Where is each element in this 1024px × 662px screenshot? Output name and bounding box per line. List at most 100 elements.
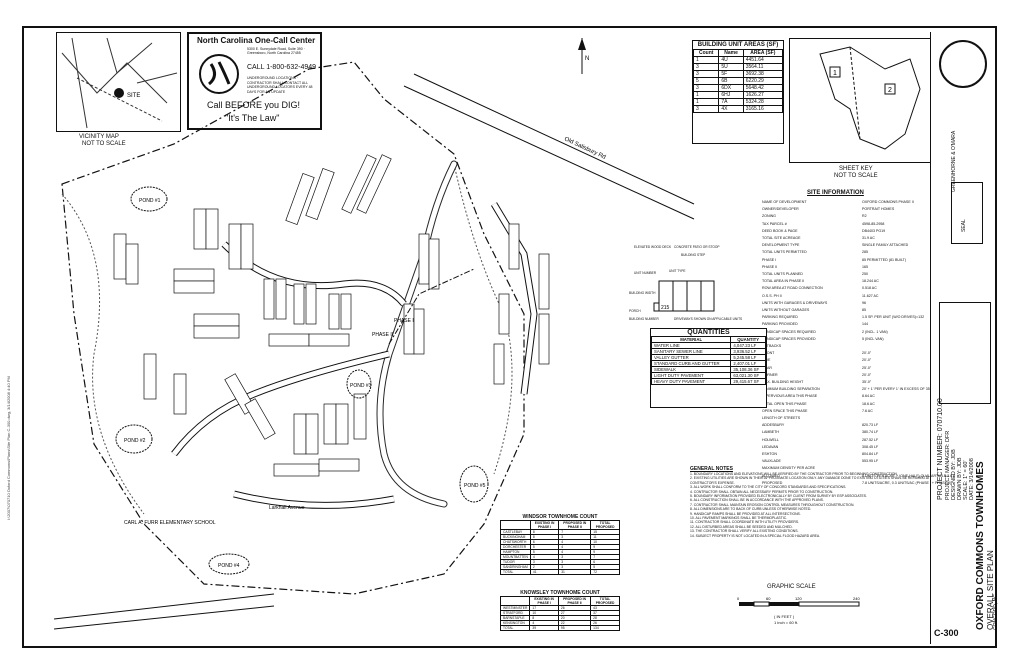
detail-label: BUILDING NUMBER bbox=[629, 317, 659, 321]
site-info-label: HOLWELL bbox=[762, 437, 779, 442]
site-info-value: 0.518 AC bbox=[862, 286, 877, 291]
vicinity-site-label: SITE bbox=[127, 93, 140, 99]
table-cell: HEAVY DUTY PAVEMENT bbox=[650, 378, 732, 385]
note-item: 12. ALL DISTURBED AREAS SHALL BE SEEDED … bbox=[690, 524, 793, 529]
detail-label: ELEVATED WOOD DECK bbox=[634, 245, 672, 249]
site-info-label: ADDESBURY bbox=[762, 423, 785, 428]
table-header: TOTAL PROPOSED bbox=[590, 596, 620, 606]
scale-tick-120: 120 bbox=[795, 596, 802, 601]
site-info-label: TOTAL UNITS PLANNED bbox=[762, 272, 803, 276]
table-header: EXISTING IN PHASE I bbox=[529, 520, 560, 530]
site-info-label: OWNER/DEVELOPER bbox=[762, 207, 799, 212]
note-item: 4. CONTRACTOR SHALL OBTAIN ALL NECESSARY… bbox=[690, 489, 834, 494]
table-cell: 7A bbox=[718, 98, 744, 106]
location: CONCORD, NC bbox=[993, 594, 999, 630]
site-info-value: 285 bbox=[862, 250, 868, 255]
site-info-value: 20' + 1' PER EVERY 1' IN EXCESS OF 35' bbox=[862, 387, 931, 392]
table-cell: 3692.38 bbox=[742, 70, 784, 78]
table-cell: WESTMINSTER bbox=[499, 605, 531, 611]
note-item: 2. EXISTING UTILITIES ARE SHOWN IN THEIR… bbox=[690, 476, 930, 485]
table-header bbox=[500, 520, 531, 530]
pond-1-label: POND #1 bbox=[139, 198, 161, 204]
sheet-number: C-300 bbox=[934, 628, 959, 638]
site-info-label: HANDICAP SPACES REQUIRED bbox=[762, 329, 816, 334]
note-item: 11. CONTRACTOR SHALL COORDINATE WITH UTI… bbox=[690, 520, 800, 525]
table-cell: 5F bbox=[718, 70, 744, 78]
table-cell: 1626.27 bbox=[742, 91, 784, 99]
site-info-value: 2 (INCL. 1 VAN) bbox=[862, 329, 888, 334]
one-call-title: North Carolina One-Call Center bbox=[197, 36, 316, 45]
site-info-value: 5 (INCL VAN) bbox=[862, 336, 884, 341]
detail-label: PORCH bbox=[629, 309, 641, 313]
site-plan-drawing: Old Salisbury Rd bbox=[54, 61, 695, 630]
title-block: GREENHORNE & O'MARA SEAL PROJECT NUMBER:… bbox=[930, 32, 999, 644]
vicinity-map-drawing: SITE bbox=[61, 37, 178, 129]
site-info-value: 553.95 LF bbox=[862, 459, 879, 464]
scale-ratio: 1 inch = 60 ft. bbox=[774, 620, 799, 625]
site-info-label: O.S.S. PH II bbox=[762, 293, 782, 298]
site-info-label: REAR bbox=[762, 365, 772, 370]
revisions-box bbox=[939, 302, 991, 404]
table-cell: 6DX bbox=[718, 84, 744, 92]
site-info-value: 25'-0" bbox=[862, 365, 872, 370]
table-cell: 95 bbox=[557, 625, 592, 631]
drawing-sheet: SITE VICINITY MAP NOT TO SCALE North Car… bbox=[22, 26, 999, 648]
table-cell: TOTAL bbox=[500, 569, 531, 575]
site-info-value: 4598-85-2958 bbox=[862, 221, 885, 226]
one-call-box: North Carolina One-Call Center 5300 E. S… bbox=[187, 32, 322, 130]
site-info-value: 20'-0" bbox=[862, 358, 872, 363]
site-info-label: TOTAL UNITS PERMITTED bbox=[762, 250, 807, 255]
site-info-label: DEED BOOK & PAGE bbox=[762, 228, 798, 233]
note-item: 8. ALL DIMENSIONS ARE TO BACK OF CURB UN… bbox=[690, 507, 812, 512]
firm-logo bbox=[939, 40, 987, 88]
pond-4-label: POND #4 bbox=[218, 563, 240, 569]
seal-label: SEAL bbox=[961, 219, 967, 232]
site-info-label: CORNER bbox=[762, 372, 778, 377]
table-cell: 39 bbox=[529, 625, 559, 631]
notes-title: GENERAL NOTES bbox=[690, 466, 733, 472]
site-info-value: PORTRAIT HOMES bbox=[862, 207, 895, 212]
table-cell: 3564.11 bbox=[742, 63, 784, 71]
sheet-key-1: 1 bbox=[833, 70, 837, 77]
table-cell: 72 bbox=[590, 569, 620, 575]
side-stamp: I:\2007\070710 Oxford Commons\Plans\Site… bbox=[6, 376, 11, 520]
project-number: PROJECT NUMBER: 070710.00 bbox=[937, 398, 944, 500]
site-info-value: 20'-0" bbox=[862, 351, 872, 356]
site-info-label: TOTAL OPEN THIS PHASE bbox=[762, 401, 807, 406]
general-notes: GENERAL NOTES 1. BOUNDARY LOCATIONS AND … bbox=[690, 466, 950, 584]
site-info-title: SITE INFORMATION bbox=[807, 190, 864, 196]
site-info-value: 85 bbox=[862, 308, 866, 312]
knowsley-count-table: KNOWSLEY TOWNHOME COUNT EXISTING IN PHAS… bbox=[499, 590, 620, 640]
table-cell: STANDARD CURB AND GUTTER bbox=[650, 360, 732, 367]
site-info-value: 85 PERMITTED (81 BUILT) bbox=[862, 257, 907, 262]
scale-unit: ( IN FEET ) bbox=[774, 614, 795, 619]
building-unit-title: BUILDING UNIT AREAS (SF) bbox=[697, 42, 779, 48]
pond-2-label: POND #2 bbox=[124, 438, 146, 444]
table-cell: 29,415.67 SF bbox=[730, 378, 766, 385]
site-info-value: 20'-0" bbox=[862, 372, 872, 377]
road-label: Old Salisbury Rd bbox=[563, 136, 606, 160]
one-call-slogan: Call BEFORE you DIG! bbox=[207, 100, 301, 110]
site-info-label: TAX PARCEL # bbox=[762, 221, 787, 226]
table-cell: SANDRINGHAM bbox=[500, 564, 531, 570]
site-info-value: 11.627 AC bbox=[862, 293, 879, 298]
sheet-key-2: 2 bbox=[888, 87, 892, 94]
site-info-label: ALLOWED bbox=[762, 473, 780, 478]
site-info-label: TOTAL AREA IN PHASE II bbox=[762, 279, 805, 284]
detail-label: BUILDING WIDTH bbox=[629, 291, 656, 295]
site-info-label: TOTAL SITE ACREAGE bbox=[762, 236, 801, 240]
site-info-label: PROPOSED bbox=[762, 480, 783, 485]
scale-tick-0: 0 bbox=[737, 596, 740, 601]
vicinity-title: VICINITY MAP bbox=[79, 134, 119, 140]
site-info-label: SETBACKS bbox=[762, 344, 782, 348]
